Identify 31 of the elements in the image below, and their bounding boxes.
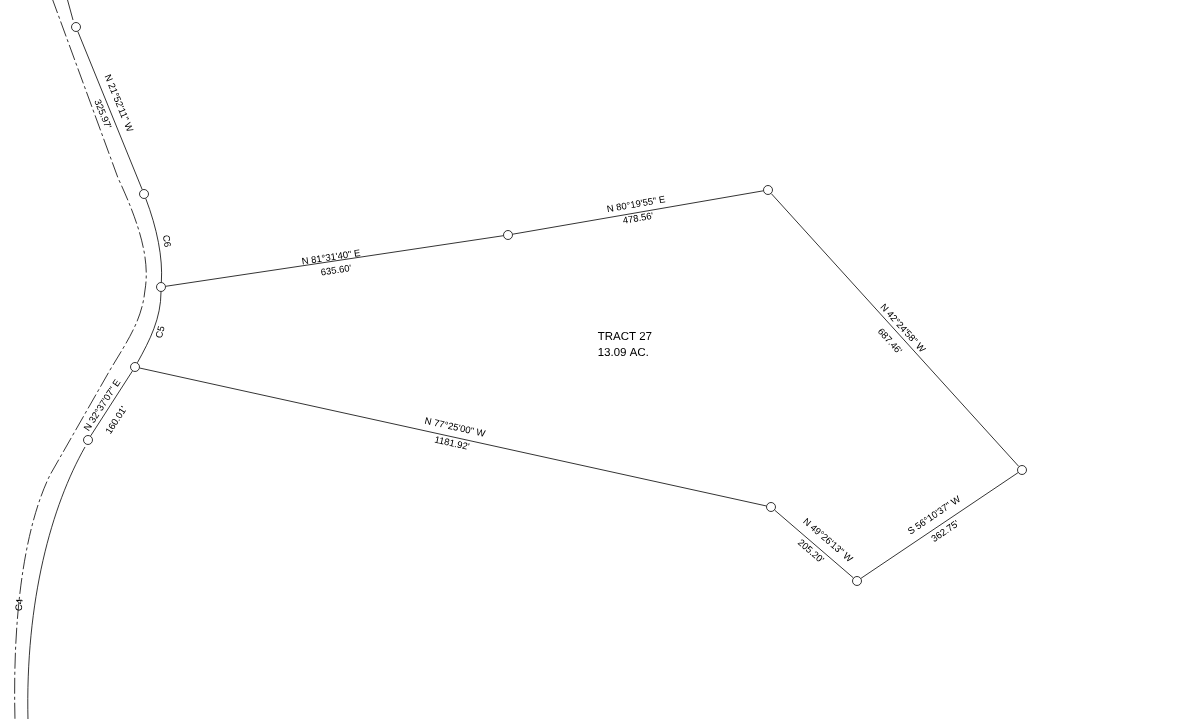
tract-label: TRACT 27 bbox=[597, 331, 652, 341]
boundary-line bbox=[512, 190, 764, 235]
bearing-label: N 81°31'40" E bbox=[302, 249, 361, 265]
bearing-label: N 77°25'00" W bbox=[424, 417, 486, 437]
curve-label: C4 bbox=[15, 599, 23, 611]
distance-label: 478.56' bbox=[623, 212, 653, 224]
area-label: 13.09 AC. bbox=[598, 347, 648, 357]
survey-monument bbox=[83, 435, 93, 445]
bearing-label: N 80°19'55" E bbox=[607, 195, 666, 213]
survey-monument bbox=[71, 22, 81, 32]
survey-monument bbox=[130, 362, 140, 372]
survey-monument bbox=[139, 189, 149, 199]
road-edge-line bbox=[137, 291, 162, 364]
curve-label: C6 bbox=[163, 235, 171, 247]
road-edge-line bbox=[90, 370, 133, 437]
curve-label: C5 bbox=[156, 326, 165, 338]
boundary-line bbox=[165, 235, 504, 287]
survey-monument bbox=[503, 230, 513, 240]
boundary-line bbox=[139, 367, 767, 507]
survey-monument bbox=[766, 502, 776, 512]
road-edge-line bbox=[77, 31, 143, 190]
survey-monument bbox=[156, 282, 166, 292]
distance-label: 1181.92' bbox=[434, 436, 470, 450]
survey-monument bbox=[1017, 465, 1027, 475]
survey-monument bbox=[763, 185, 773, 195]
survey-monument bbox=[852, 576, 862, 586]
distance-label: 635.60' bbox=[321, 264, 351, 276]
boundary-line bbox=[860, 472, 1019, 579]
road-edge-line bbox=[145, 198, 162, 283]
boundary-line bbox=[770, 193, 1020, 467]
boundary-line bbox=[774, 509, 854, 579]
